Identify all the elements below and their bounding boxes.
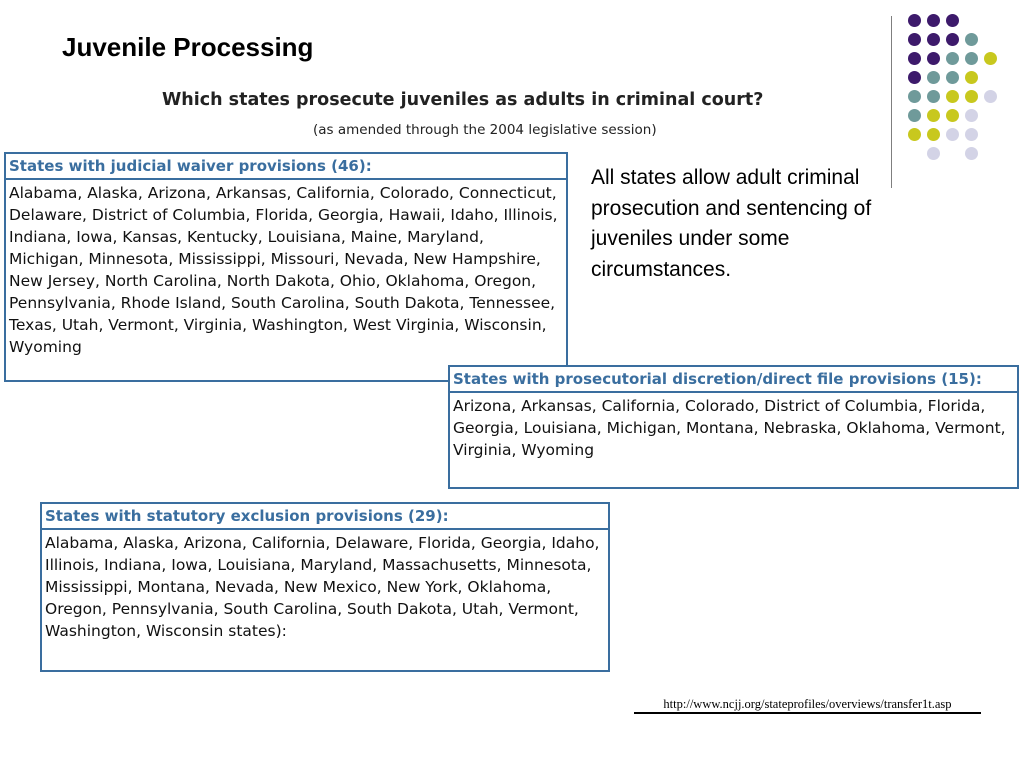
dot-teal <box>908 109 921 122</box>
dot-purple <box>946 14 959 27</box>
dot-yellow <box>946 90 959 103</box>
statutory-exclusion-states: Alabama, Alaska, Arizona, California, De… <box>45 534 600 640</box>
dot-lavender <box>946 128 959 141</box>
statutory-exclusion-box: States with statutory exclusion provisio… <box>40 502 610 672</box>
figure-question: Which states prosecute juveniles as adul… <box>162 90 764 110</box>
dot-teal <box>946 52 959 65</box>
dot-purple <box>908 71 921 84</box>
judicial-waiver-box: States with judicial waiver provisions (… <box>4 152 568 382</box>
dot-yellow <box>984 52 997 65</box>
dot-purple <box>927 52 940 65</box>
dot-lavender <box>965 109 978 122</box>
summary-text: All states allow adult criminal prosecut… <box>591 166 872 281</box>
dot-purple <box>908 14 921 27</box>
dot-yellow <box>965 90 978 103</box>
dot-teal <box>927 71 940 84</box>
slide-title: Juvenile Processing <box>62 32 314 62</box>
dot-purple <box>908 52 921 65</box>
divider-line <box>891 16 892 188</box>
judicial-waiver-header: States with judicial waiver provisions (… <box>6 154 566 180</box>
dot-yellow <box>965 71 978 84</box>
statutory-exclusion-header: States with statutory exclusion provisio… <box>42 504 608 530</box>
dot-lavender <box>965 147 978 160</box>
prosecutorial-discretion-box: States with prosecutorial discretion/dir… <box>448 365 1019 489</box>
dot-yellow <box>927 128 940 141</box>
dot-lavender <box>965 128 978 141</box>
prosecutorial-discretion-states: Arizona, Arkansas, California, Colorado,… <box>453 397 1006 459</box>
judicial-waiver-states: Alabama, Alaska, Arizona, Arkansas, Cali… <box>9 184 558 356</box>
dot-yellow <box>946 109 959 122</box>
dot-purple <box>908 33 921 46</box>
dot-lavender <box>984 90 997 103</box>
dot-purple <box>946 33 959 46</box>
dot-teal <box>965 52 978 65</box>
dot-teal <box>908 90 921 103</box>
dot-purple <box>927 14 940 27</box>
prosecutorial-discretion-header: States with prosecutorial discretion/dir… <box>450 367 1017 393</box>
dot-teal <box>927 90 940 103</box>
dot-lavender <box>927 147 940 160</box>
source-link[interactable]: http://www.ncjj.org/stateprofiles/overvi… <box>634 696 981 714</box>
decorative-dot-grid <box>908 14 1008 166</box>
dot-purple <box>927 33 940 46</box>
dot-teal <box>965 33 978 46</box>
dot-teal <box>946 71 959 84</box>
dot-yellow <box>908 128 921 141</box>
figure-subtitle: (as amended through the 2004 legislative… <box>313 122 657 138</box>
dot-yellow <box>927 109 940 122</box>
